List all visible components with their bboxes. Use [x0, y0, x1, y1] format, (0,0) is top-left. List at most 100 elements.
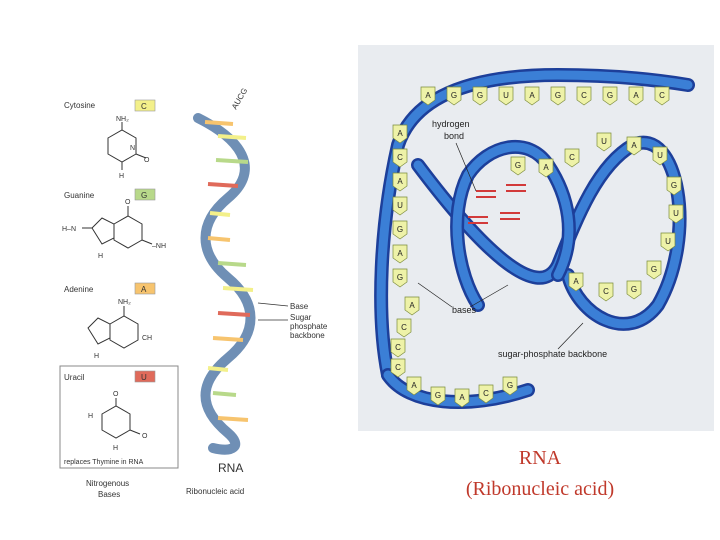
base-tile: C	[654, 86, 670, 106]
cytosine-structure	[107, 122, 147, 170]
base-tile: A	[404, 296, 420, 316]
uracil-structure	[101, 398, 141, 439]
base-tile-shape	[392, 196, 408, 216]
base-letter: G	[515, 161, 521, 170]
base-tile-shape	[392, 268, 408, 288]
base-letter: A	[631, 141, 637, 150]
base-tile-shape	[430, 386, 446, 406]
base-tile-shape	[524, 86, 540, 106]
sugar-label-3: backbone	[290, 331, 325, 340]
base-letter: C	[581, 91, 587, 100]
base-tile: C	[390, 358, 406, 378]
rna-helix-diagram: Cytosine C Guanine G Adenine A NH₂ O H N…	[59, 82, 328, 499]
svg-text:CH: CH	[142, 335, 152, 342]
base-letter: G	[671, 181, 677, 190]
base-letter: U	[673, 209, 679, 218]
base-letter: A	[425, 91, 431, 100]
base-tile-shape	[652, 146, 668, 166]
base-tile: A	[626, 136, 642, 156]
base-tile-shape	[392, 172, 408, 192]
base-tile-shape	[660, 232, 676, 252]
base-letter: G	[451, 91, 457, 100]
base-letter: U	[397, 201, 403, 210]
base-tile: C	[564, 148, 580, 168]
base-tile-shape	[446, 86, 462, 106]
base-tile: C	[390, 338, 406, 358]
svg-text:O: O	[113, 391, 119, 398]
base-letter: C	[395, 363, 401, 372]
base-tile-shape	[628, 86, 644, 106]
svg-text:H: H	[88, 413, 93, 420]
base-letter: G	[651, 265, 657, 274]
base-tile: U	[392, 196, 408, 216]
bases-label: bases	[452, 305, 477, 315]
base-tile-shape	[510, 156, 526, 176]
svg-text:H–N: H–N	[62, 226, 76, 233]
svg-text:NH₂: NH₂	[118, 299, 131, 306]
base-tile: A	[538, 158, 554, 178]
svg-text:N: N	[130, 145, 135, 152]
base-tile-shape	[668, 204, 684, 224]
base-letter: A	[529, 91, 535, 100]
base-tile-shape	[626, 280, 642, 300]
cytosine-letter: C	[141, 102, 147, 111]
svg-text:H: H	[94, 353, 99, 360]
base-tile: U	[660, 232, 676, 252]
base-tile: U	[596, 132, 612, 152]
guanine-structure	[82, 206, 153, 249]
base-tile: A	[420, 86, 436, 106]
base-letter: G	[507, 381, 513, 390]
rna-helix	[193, 113, 256, 455]
base-tile-shape	[454, 388, 470, 408]
svg-text:H: H	[119, 173, 124, 180]
base-tile-shape	[598, 282, 614, 302]
base-tile-shape	[502, 376, 518, 396]
base-tile-shape	[626, 136, 642, 156]
caption-subtitle: (Ribonucleic acid)	[465, 478, 615, 500]
base-letter: G	[397, 273, 403, 282]
uracil-note: replaces Thymine in RNA	[64, 459, 144, 466]
base-tile: G	[392, 268, 408, 288]
base-tile: A	[628, 86, 644, 106]
base-tile-shape	[646, 260, 662, 280]
base-tile: G	[626, 280, 642, 300]
base-tile: G	[666, 176, 682, 196]
base-tile-shape	[568, 272, 584, 292]
base-tile-shape	[392, 244, 408, 264]
base-tile: G	[502, 376, 518, 396]
base-tile-shape	[406, 376, 422, 396]
base-letter: G	[477, 91, 483, 100]
nitrogenous-label-2: Bases	[98, 490, 120, 499]
svg-text:–NH: –NH	[152, 243, 166, 250]
svg-text:O: O	[142, 433, 148, 440]
base-tile: G	[550, 86, 566, 106]
cytosine-swatch	[134, 99, 156, 112]
svg-text:O: O	[125, 199, 131, 206]
base-tile: A	[568, 272, 584, 292]
base-tile-shape	[396, 318, 412, 338]
base-tile-shape	[602, 86, 618, 106]
base-letter: A	[409, 301, 415, 310]
caption-title: RNA	[518, 447, 562, 469]
cytosine-key: Cytosine C	[64, 99, 156, 112]
base-tile-shape	[596, 132, 612, 152]
base-tile: A	[392, 172, 408, 192]
guanine-swatch	[134, 188, 156, 201]
nitrogenous-label-1: Nitrogenous	[86, 479, 129, 488]
base-tile: G	[602, 86, 618, 106]
base-label: Base	[290, 302, 309, 311]
base-tile-shape	[392, 148, 408, 168]
ribonucleic-label: Ribonucleic acid	[186, 487, 244, 496]
base-letter: G	[397, 225, 403, 234]
base-tile-shape	[538, 158, 554, 178]
base-tile: C	[396, 318, 412, 338]
base-letter: C	[401, 323, 407, 332]
base-tile-shape	[654, 86, 670, 106]
base-tile-shape	[576, 86, 592, 106]
uracil-letter: U	[141, 373, 147, 382]
base-tile: C	[576, 86, 592, 106]
base-tile: C	[598, 282, 614, 302]
base-letter: C	[395, 343, 401, 352]
